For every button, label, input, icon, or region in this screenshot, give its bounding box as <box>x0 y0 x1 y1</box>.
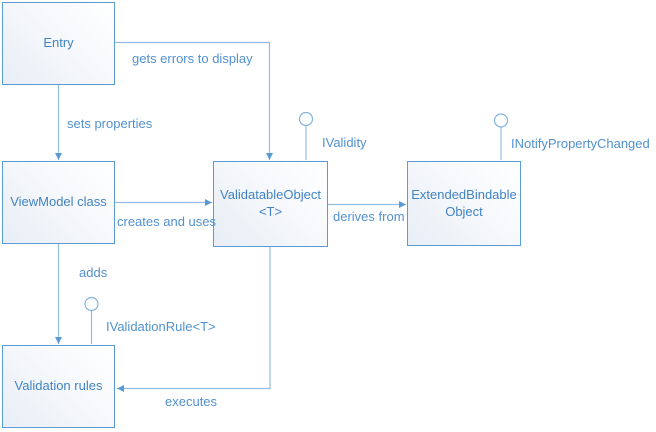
node-validatable-label-line1: ValidatableObject <box>220 187 321 203</box>
edge-executes-line <box>117 247 271 392</box>
ivalidationrule-lollipop-icon <box>84 296 99 344</box>
edge-label-derives-from: derives from <box>333 209 405 224</box>
node-entry-label: Entry <box>43 35 74 51</box>
node-validation-rules-label: Validation rules <box>14 378 103 394</box>
edge-label-gets-errors: gets errors to display <box>132 51 253 66</box>
inotifypropertychanged-lollipop-icon <box>493 113 509 160</box>
node-extended-label-line2: Object <box>445 203 483 219</box>
interface-label-ivalidity: IValidity <box>322 135 367 150</box>
interface-label-inotifypropertychanged: INotifyPropertyChanged <box>511 136 650 151</box>
ivalidity-lollipop-icon <box>298 111 314 160</box>
node-validation-rules: Validation rules <box>2 345 115 428</box>
edge-label-sets-properties: sets properties <box>67 116 153 131</box>
node-viewmodel-class: ViewModel class <box>2 161 115 244</box>
edge-label-creates-and-uses: creates and uses <box>117 214 217 229</box>
edge-gets-errors-line <box>115 41 273 160</box>
edge-label-adds: adds <box>79 265 108 280</box>
node-extended-bindable-object: ExtendedBindable Object <box>407 161 521 246</box>
node-entry: Entry <box>2 2 115 85</box>
node-validatable-label-line2: <T> <box>258 204 283 219</box>
edge-label-executes: executes <box>165 394 218 409</box>
node-viewmodel-label: ViewModel class <box>10 194 107 210</box>
interface-label-ivalidationrule: IValidationRule<T> <box>106 319 216 334</box>
node-validatable-object: ValidatableObject <T> <box>213 161 328 247</box>
node-extended-label-line1: ExtendedBindable <box>411 186 517 202</box>
